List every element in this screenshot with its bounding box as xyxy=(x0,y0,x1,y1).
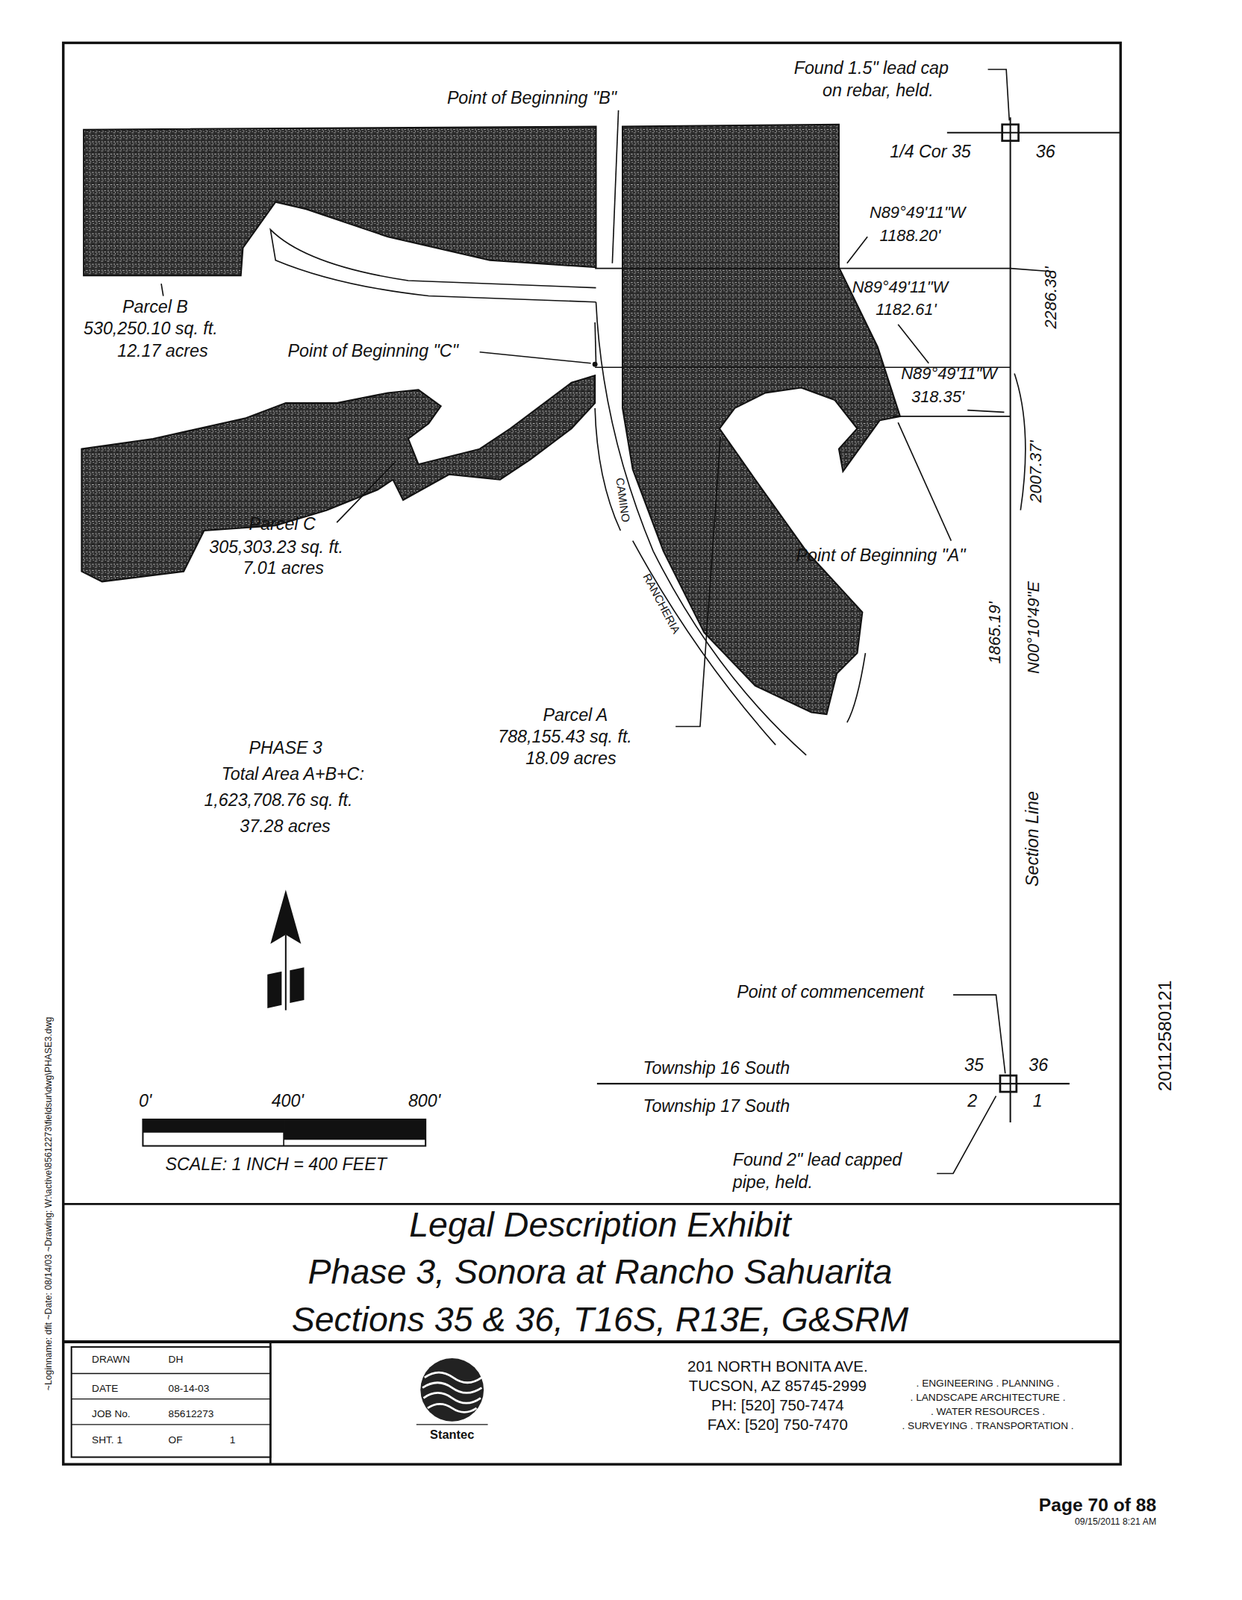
plat-label: Point of commencement xyxy=(736,983,925,1003)
plat-label: 85612273 xyxy=(168,1408,215,1420)
plat-label: 800' xyxy=(408,1091,441,1112)
plat-label: 305,303.23 sq. ft. xyxy=(208,538,344,558)
plat-label: . SURVEYING . TRANSPORTATION . xyxy=(901,1420,1074,1432)
plat-label: 1182.61' xyxy=(875,300,937,319)
plat-label: Parcel C xyxy=(249,515,316,535)
plat-label: 36 xyxy=(1028,1056,1048,1076)
plat-label: Found 1.5" lead cap xyxy=(794,58,949,79)
plat-label: 09/15/2011 8:21 AM xyxy=(1074,1517,1157,1528)
plat-label: on rebar, held. xyxy=(822,81,934,101)
plat-label: Found 2" lead capped xyxy=(732,1150,903,1171)
plat-label: 2286.38' xyxy=(1041,267,1060,330)
plat-label: PHASE 3 xyxy=(249,738,323,759)
plat-label: PH: [520] 750-7474 xyxy=(711,1397,845,1415)
plat-label: 18.09 acres xyxy=(525,749,616,769)
plat-label: N89°49'11"W xyxy=(869,203,966,222)
drawing-title: Legal Description Exhibit xyxy=(409,1206,791,1245)
plat-label: 1 xyxy=(229,1434,236,1446)
plat-label: N00°10'49"E xyxy=(1024,581,1043,674)
plat-label: Point of Beginning "A" xyxy=(795,546,966,566)
plat-label: N89°49'11"W xyxy=(852,278,948,297)
plat-label: Parcel A xyxy=(542,706,608,726)
plat-label: ~Loginname: dfit ~Date: 08/14/03 ~Drawin… xyxy=(44,1017,55,1392)
plat-label: 35 xyxy=(964,1056,984,1076)
plat-label: 318.35' xyxy=(911,388,965,407)
plat-label: 400' xyxy=(271,1091,304,1112)
plat-label: Township 17 South xyxy=(642,1097,790,1117)
plat-label: TUCSON, AZ 85745-2999 xyxy=(688,1377,867,1396)
plat-label: 2 xyxy=(967,1091,978,1112)
plat-label: FAX: [520] 750-7470 xyxy=(707,1416,848,1434)
plat-label: Parcel B xyxy=(122,297,189,318)
plat-label: 201 NORTH BONITA AVE. xyxy=(687,1358,869,1376)
plat-label: 1 xyxy=(1033,1091,1043,1112)
plat-label: 36 xyxy=(1035,142,1056,162)
plat-label: 37.28 acres xyxy=(239,817,330,837)
plat-label: Township 16 South xyxy=(642,1059,790,1079)
plat-label: Phase 3, Sonora at Rancho Sahuarita xyxy=(308,1253,893,1292)
plat-label: DRAWN xyxy=(91,1353,130,1366)
plat-label: SHT. 1 xyxy=(91,1434,123,1446)
plat-label: Point of Beginning "C" xyxy=(288,341,459,362)
plat-label: JOB No. xyxy=(91,1408,131,1420)
plat-label: 1188.20' xyxy=(879,226,942,245)
plat-label: 0' xyxy=(138,1091,152,1112)
plat-label: 1/4 Cor 35 xyxy=(889,142,972,162)
plat-label: . ENGINEERING . PLANNING . xyxy=(916,1377,1060,1390)
plat-label: 530,250.10 sq. ft. xyxy=(83,319,218,339)
plat-label: OF xyxy=(168,1434,183,1446)
plat-label: . WATER RESOURCES . xyxy=(930,1406,1045,1418)
plat-label: Page 70 of 88 xyxy=(1038,1495,1157,1516)
plat-label: DH xyxy=(168,1353,184,1366)
plat-label: 20112580121 xyxy=(1155,980,1176,1092)
plat-label: Stantec xyxy=(429,1427,474,1442)
plat-label: 1,623,708.76 sq. ft. xyxy=(203,791,353,811)
plat-label: 788,155.43 sq. ft. xyxy=(497,727,633,748)
plat-label: Section Line xyxy=(1023,791,1043,887)
plat-label: 1865.19' xyxy=(985,601,1004,664)
plat-label: SCALE: 1 INCH = 400 FEET xyxy=(165,1155,387,1175)
plat-label: 08-14-03 xyxy=(168,1383,210,1395)
plat-label: Point of Beginning "B" xyxy=(447,88,617,109)
plat-label: RANCHERIA xyxy=(640,571,683,636)
plat-label: 2007.37' xyxy=(1027,440,1045,503)
plat-label: pipe, held. xyxy=(732,1173,813,1193)
plat-label: Total Area A+B+C: xyxy=(221,765,365,785)
plat-label: Sections 35 & 36, T16S, R13E, G&SRM xyxy=(291,1300,910,1340)
plat-label: DATE xyxy=(91,1383,118,1395)
plat-label: 12.17 acres xyxy=(117,341,208,362)
plat-label: . LANDSCAPE ARCHITECTURE . xyxy=(910,1392,1066,1404)
plat-label: N89°49'11"W xyxy=(900,364,997,383)
plat-label: 7.01 acres xyxy=(242,559,324,579)
